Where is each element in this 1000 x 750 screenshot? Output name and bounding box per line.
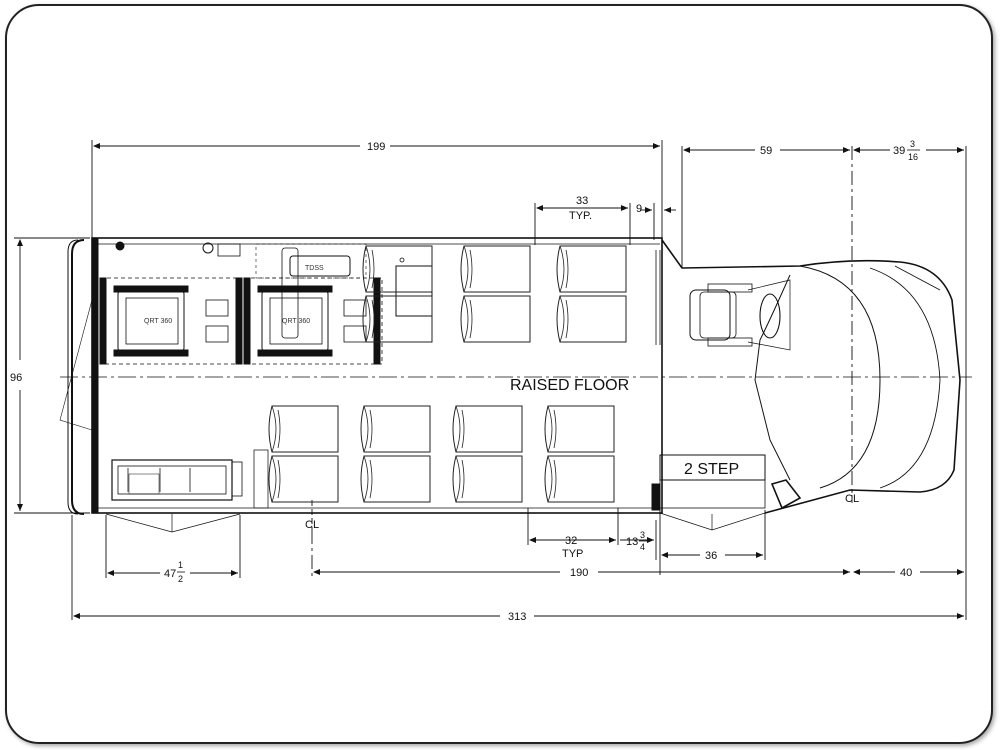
- dim-199: 199: [367, 141, 385, 153]
- drawing-frame: [5, 4, 993, 744]
- dim-39-numerator: 3: [910, 139, 915, 149]
- dim-40: 40: [900, 567, 912, 579]
- qrt-label-right: QRT 360: [282, 318, 310, 325]
- vehicle-cab: [661, 239, 961, 514]
- dim-47-denominator: 2: [178, 574, 183, 584]
- dim-313: 313: [508, 611, 526, 623]
- dim-9: 9: [636, 203, 642, 215]
- centerline-mark-rear: CL: [305, 519, 319, 531]
- dim-13-denominator: 4: [640, 542, 645, 552]
- dim-47-numerator: 1: [178, 560, 183, 570]
- dim-32: 32: [565, 535, 577, 547]
- centerline-mark-front: CL: [845, 493, 859, 505]
- dim-39-denominator: 16: [908, 152, 918, 162]
- dim-13: 13: [626, 536, 638, 548]
- bus-body: [59, 237, 766, 533]
- two-step-label: 2 STEP: [684, 461, 739, 478]
- dim-33: 33: [576, 195, 588, 207]
- dim-59: 59: [760, 145, 772, 157]
- dim-32-typ: TYP: [562, 548, 583, 560]
- raised-floor-label: RAISED FLOOR: [510, 377, 629, 394]
- dim-33-typ: TYP.: [569, 210, 592, 222]
- dim-190: 190: [570, 567, 588, 579]
- dim-13-numerator: 3: [640, 530, 645, 540]
- dim-47: 47: [164, 568, 176, 580]
- tdss-label: TDSS: [305, 265, 324, 272]
- passenger-seats: [253, 245, 627, 509]
- dim-96: 96: [10, 372, 22, 384]
- drawing-labels: RAISED FLOOR 2 STEP TDSS QRT 360 QRT 360…: [144, 265, 859, 531]
- qrt-label-left: QRT 360: [144, 318, 172, 325]
- dim-39: 39: [893, 145, 905, 157]
- dimension-lines: [14, 140, 972, 620]
- fraction-bars: [177, 149, 920, 573]
- dim-36: 36: [705, 550, 717, 562]
- dimension-labels: 199 59 39 3 16 33 TYP. 9 96 32 TYP 13 3 …: [10, 139, 918, 623]
